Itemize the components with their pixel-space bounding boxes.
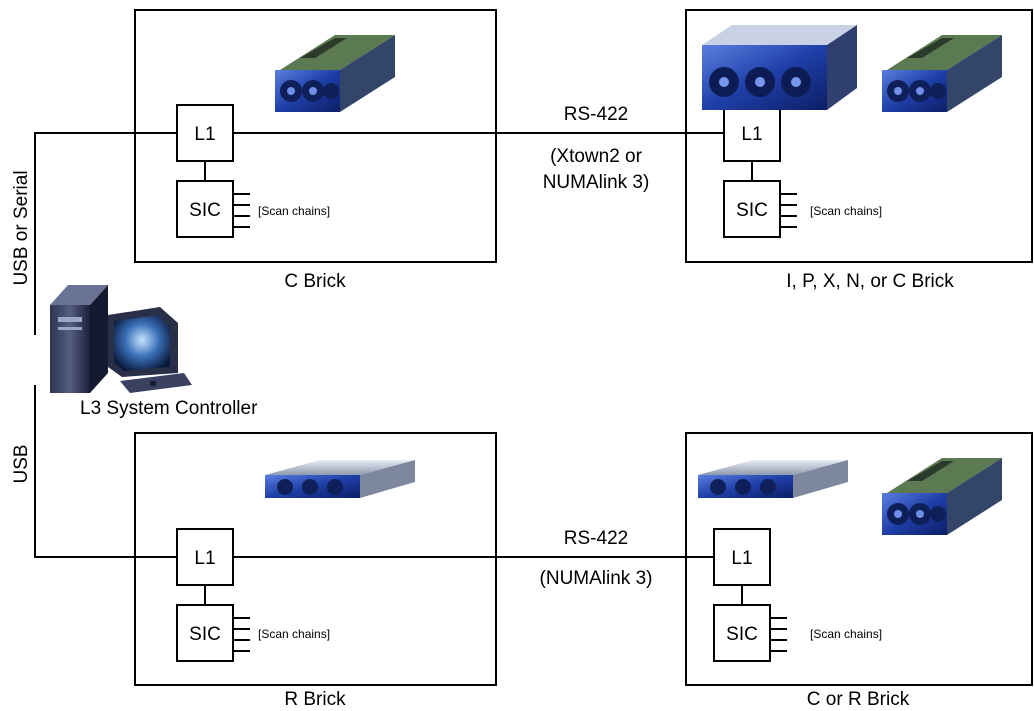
caption-cr: C or R Brick (807, 689, 910, 710)
scan-label-ipxnc: [Scan chains] (810, 204, 882, 218)
workstation-icon (50, 285, 192, 393)
sic-label-ipxnc: SIC (736, 200, 768, 221)
scan-chain-ticks (233, 193, 797, 652)
l1-label-r: L1 (194, 548, 215, 569)
l1-label-c: L1 (194, 124, 215, 145)
l1-box-c (176, 104, 234, 162)
top-cable-line1: RS-422 (564, 104, 628, 125)
sic-box-r (176, 604, 234, 662)
brick-box-ipxnc (685, 9, 1033, 263)
bottom-cable-line1: RS-422 (564, 528, 628, 549)
sic-box-c (176, 180, 234, 238)
caption-ipxnc: I, P, X, N, or C Brick (786, 271, 954, 292)
sic-box-cr (713, 604, 771, 662)
c-brick-image (275, 35, 395, 112)
usb-label: USB (11, 444, 32, 483)
c-brick-image-lower-right (882, 458, 1002, 535)
caption-r: R Brick (284, 689, 346, 710)
connection-lines (34, 132, 753, 605)
sic-label-r: SIC (189, 624, 221, 645)
top-cable-line2: (Xtown2 or (550, 146, 643, 167)
brick-box-c (134, 9, 497, 263)
c-brick-image-right (882, 35, 1002, 112)
sic-label-cr: SIC (726, 624, 758, 645)
l1-box-cr (713, 528, 771, 586)
sic-box-ipxnc (723, 180, 781, 238)
l1-box-r (176, 528, 234, 586)
diagram-text: L1 SIC [Scan chains] C Brick L1 SIC [Sca… (11, 104, 954, 710)
caption-c: C Brick (284, 271, 346, 292)
usb-serial-label: USB or Serial (11, 170, 32, 285)
bottom-cable-line2: (NUMAlink 3) (540, 568, 653, 589)
io-brick-image (702, 25, 857, 110)
scan-label-c: [Scan chains] (258, 204, 330, 218)
component-boxes (176, 104, 781, 662)
l1-label-cr: L1 (731, 548, 752, 569)
l1-label-ipxnc: L1 (741, 124, 762, 145)
brick-box-r (134, 432, 497, 686)
sic-label-c: SIC (189, 200, 221, 221)
scan-label-cr: [Scan chains] (810, 627, 882, 641)
brick-box-cr (685, 432, 1033, 686)
r-brick-image-right (698, 460, 848, 498)
top-cable-line3: NUMAlink 3) (543, 172, 650, 193)
scan-label-r: [Scan chains] (258, 627, 330, 641)
l1-box-ipxnc (723, 104, 781, 162)
r-brick-image (265, 460, 415, 498)
controller-label: L3 System Controller (80, 398, 258, 419)
